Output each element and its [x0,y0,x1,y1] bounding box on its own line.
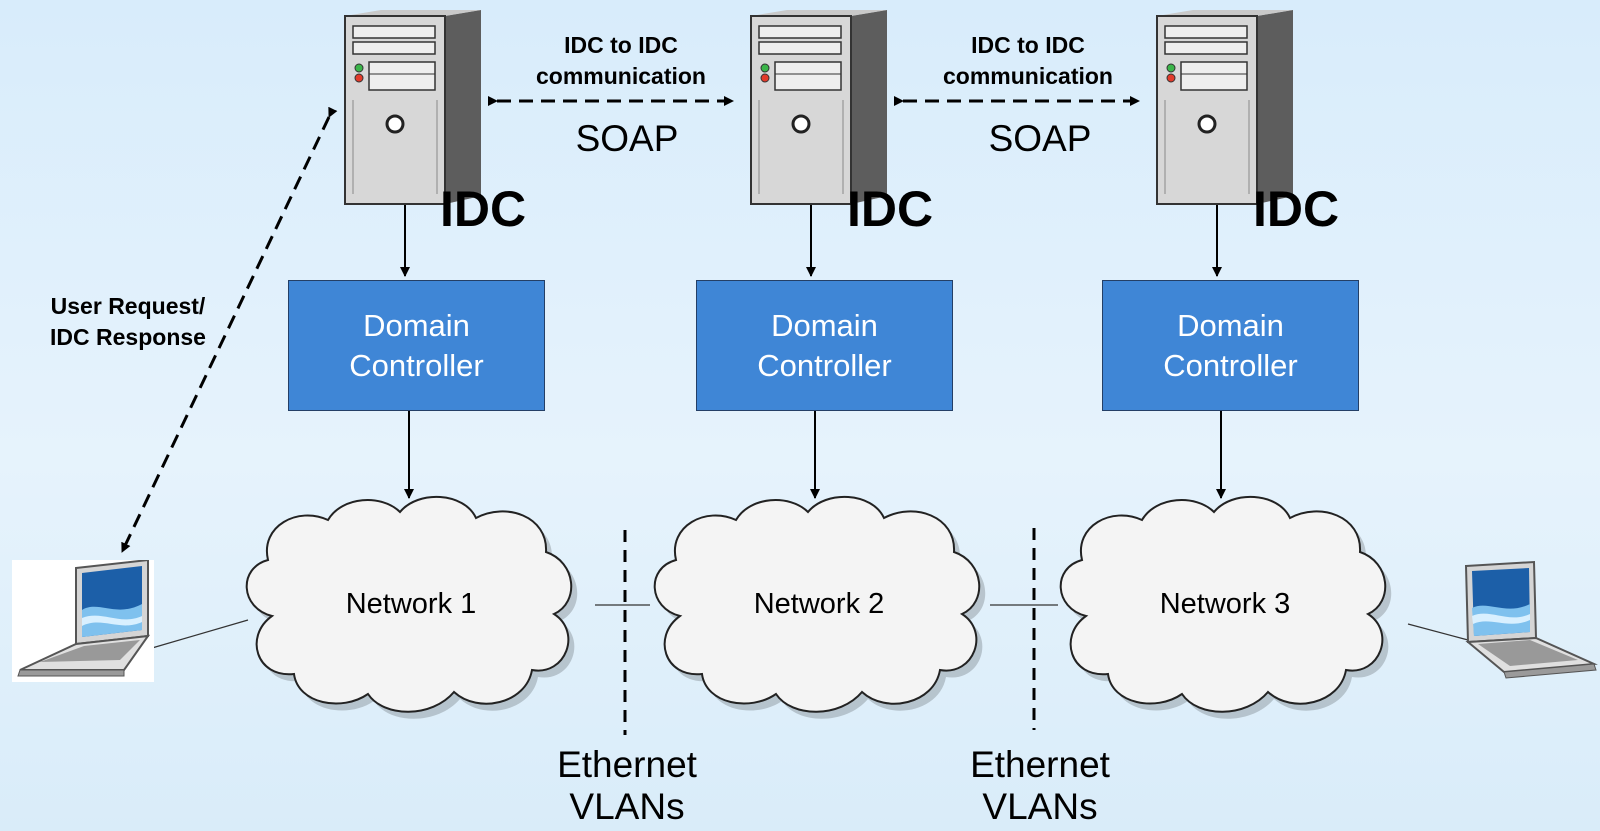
cloud-icon [653,495,986,719]
vlan-line1: Ethernet [970,744,1110,785]
controller-line2: Controller [757,347,892,383]
idc-label: IDC [1253,181,1340,237]
cloud-icon [245,495,578,719]
controller-line1: Domain [363,307,470,343]
ethernet-vlan-label: Ethernet VLANs [930,744,1150,828]
server-tower-icon [750,10,887,205]
laptop-right-link [1407,623,1469,641]
controller-line2: Controller [1163,347,1298,383]
controller-line2: Controller [349,347,484,383]
domain-controller-box: Domain Controller [1102,280,1359,411]
laptop-left-link [151,619,249,649]
server-tower-icon [1156,10,1293,205]
network-label: Network 1 [345,588,477,620]
comm-line2: communication [536,63,706,89]
domain-controller-box: Domain Controller [696,280,953,411]
controller-line1: Domain [1177,307,1284,343]
server-tower-icon [344,10,481,205]
user-request-label: User Request/ IDC Response [18,291,238,353]
protocol-label: SOAP [575,118,679,159]
idc-communication-label: IDC to IDC communication [913,30,1143,92]
laptop-icon [1464,560,1598,679]
comm-line1: IDC to IDC [971,32,1085,58]
domain-controller-box: Domain Controller [288,280,545,411]
vlan-line2: VLANs [982,786,1098,827]
network-cloud: Network 2 [640,490,998,720]
vlan-line2: VLANs [569,786,685,827]
comm-line2: communication [943,63,1113,89]
network-label: Network 3 [1159,588,1291,620]
comm-line1: IDC to IDC [564,32,678,58]
idc-label: IDC [440,181,527,237]
idc-label: IDC [847,181,934,237]
network-cloud: Network 1 [232,490,590,720]
ethernet-vlan-label: Ethernet VLANs [517,744,737,828]
laptop-icon [12,560,154,682]
controller-line1: Domain [771,307,878,343]
network-label: Network 2 [753,588,885,620]
network-cloud: Network 3 [1046,490,1404,720]
cloud-icon [1059,495,1392,719]
user-request-line2: IDC Response [50,324,206,350]
vlan-line1: Ethernet [557,744,697,785]
user-request-arrow [120,106,338,553]
protocol-label: SOAP [988,118,1092,159]
idc-communication-label: IDC to IDC communication [506,30,736,92]
user-request-line1: User Request/ [50,293,206,319]
